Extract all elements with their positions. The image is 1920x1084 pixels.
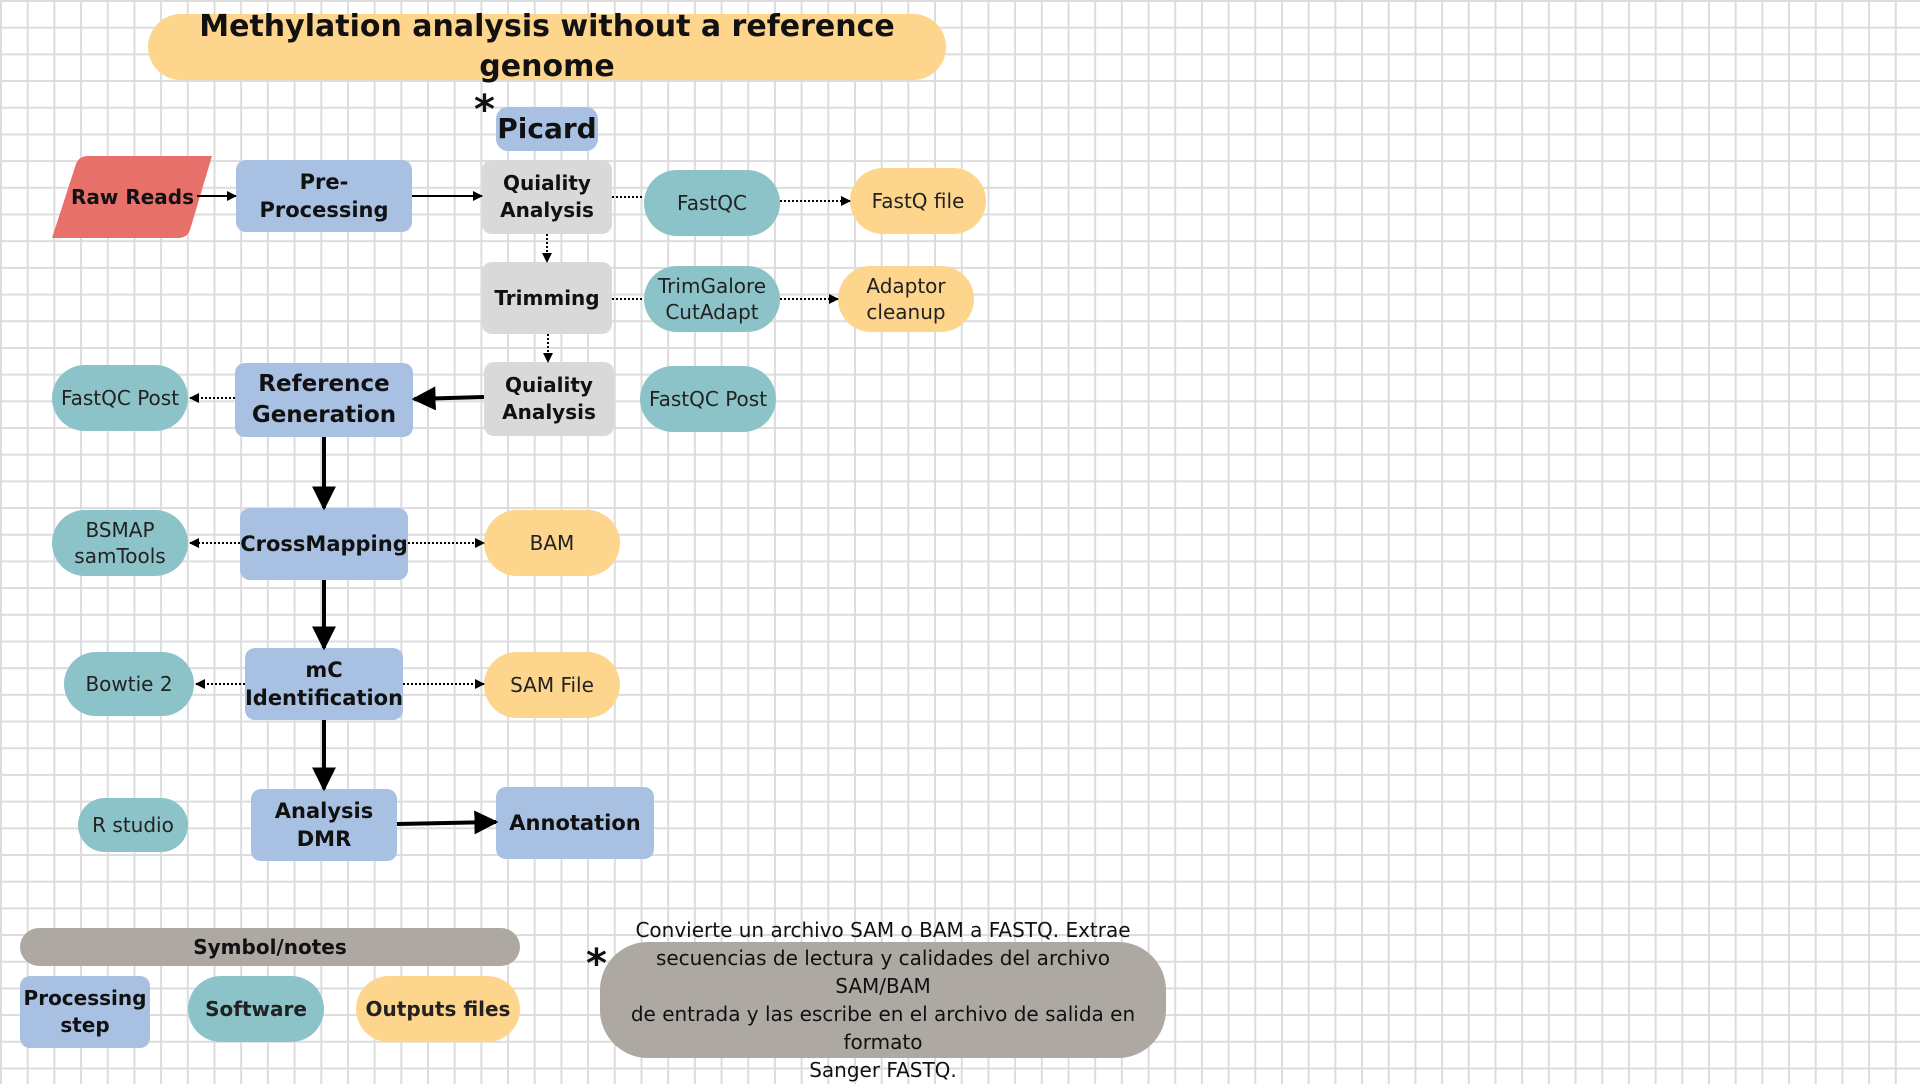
mc-identification-line1: mC <box>305 657 343 682</box>
picard-label: Picard <box>496 107 598 151</box>
bam-output: BAM <box>484 510 620 576</box>
legend-outputs: Outputs files <box>356 976 520 1042</box>
pre-processing-step: Pre-Processing <box>236 160 412 232</box>
reference-generation-step: Reference Generation <box>235 363 413 437</box>
analysis-dmr-line2: DMR <box>296 827 352 851</box>
fastq-file-output: FastQ file <box>850 168 986 234</box>
reference-generation-line1: Reference <box>258 370 390 397</box>
quality-analysis-step-2: Quiality Analysis <box>484 362 614 436</box>
reference-generation-line2: Generation <box>251 402 397 428</box>
bowtie-software: Bowtie 2 <box>64 652 194 716</box>
sam-file-output: SAM File <box>484 652 620 718</box>
legend-processing-line2: step <box>60 1013 110 1037</box>
analysis-dmr-line1: Analysis <box>274 798 374 823</box>
fastqc-post-software-right: FastQC Post <box>640 366 776 432</box>
legend-processing-line1: Processing <box>23 986 147 1010</box>
quality-analysis-1-line2: Analysis <box>500 198 594 222</box>
bsmap-line2: samTools <box>74 544 166 568</box>
arrow-analysis-to-annotation <box>396 810 499 835</box>
legend-header: Symbol/notes <box>20 928 520 966</box>
mc-identification-step: mC Identification <box>245 648 403 720</box>
arrow-qa2-to-refgen <box>411 386 485 411</box>
rstudio-software: R studio <box>78 798 188 852</box>
legend-software: Software <box>188 976 324 1042</box>
legend-processing-step: Processing step <box>20 976 150 1048</box>
analysis-dmr-step: Analysis DMR <box>251 789 397 861</box>
note-line-2: secuencias de lectura y calidades del ar… <box>655 946 1111 998</box>
quality-analysis-1-line1: Quiality <box>503 171 591 195</box>
note-line-3: de entrada y las escribe en el archivo d… <box>630 1002 1136 1054</box>
bsmap-software: BSMAP samTools <box>52 510 188 576</box>
adaptor-line2: cleanup <box>866 300 946 324</box>
annotation-step: Annotation <box>496 787 654 859</box>
quality-analysis-2-line2: Analysis <box>502 400 596 424</box>
fastqc-software: FastQC <box>644 170 780 236</box>
quality-analysis-2-line1: Quiality <box>505 373 593 397</box>
page-title: Methylation analysis without a reference… <box>148 9 946 84</box>
note-line-4: Sanger FASTQ. <box>809 1058 957 1082</box>
raw-reads-label: Raw Reads <box>70 185 195 209</box>
crossmapping-step: CrossMapping <box>240 508 408 580</box>
mc-identification-line2: Identification <box>244 686 404 710</box>
trimgalore-software: TrimGalore CutAdapt <box>644 266 780 332</box>
trimming-step: Trimming <box>482 262 612 334</box>
adaptor-cleanup-output: Adaptor cleanup <box>838 266 974 332</box>
bsmap-line1: BSMAP <box>85 518 155 542</box>
raw-reads-shape <box>52 156 212 238</box>
picard-asterisk: * <box>474 87 495 133</box>
trimgalore-line2: CutAdapt <box>665 300 759 324</box>
note-line-1: Convierte un archivo SAM o BAM a FASTQ. … <box>635 918 1131 942</box>
picard-note: Convierte un archivo SAM o BAM a FASTQ. … <box>600 918 1166 1082</box>
quality-analysis-step-1: Quiality Analysis <box>482 160 612 234</box>
adaptor-line1: Adaptor <box>866 274 946 298</box>
fastqc-post-software-left: FastQC Post <box>52 365 188 431</box>
trimgalore-line1: TrimGalore <box>657 274 767 298</box>
